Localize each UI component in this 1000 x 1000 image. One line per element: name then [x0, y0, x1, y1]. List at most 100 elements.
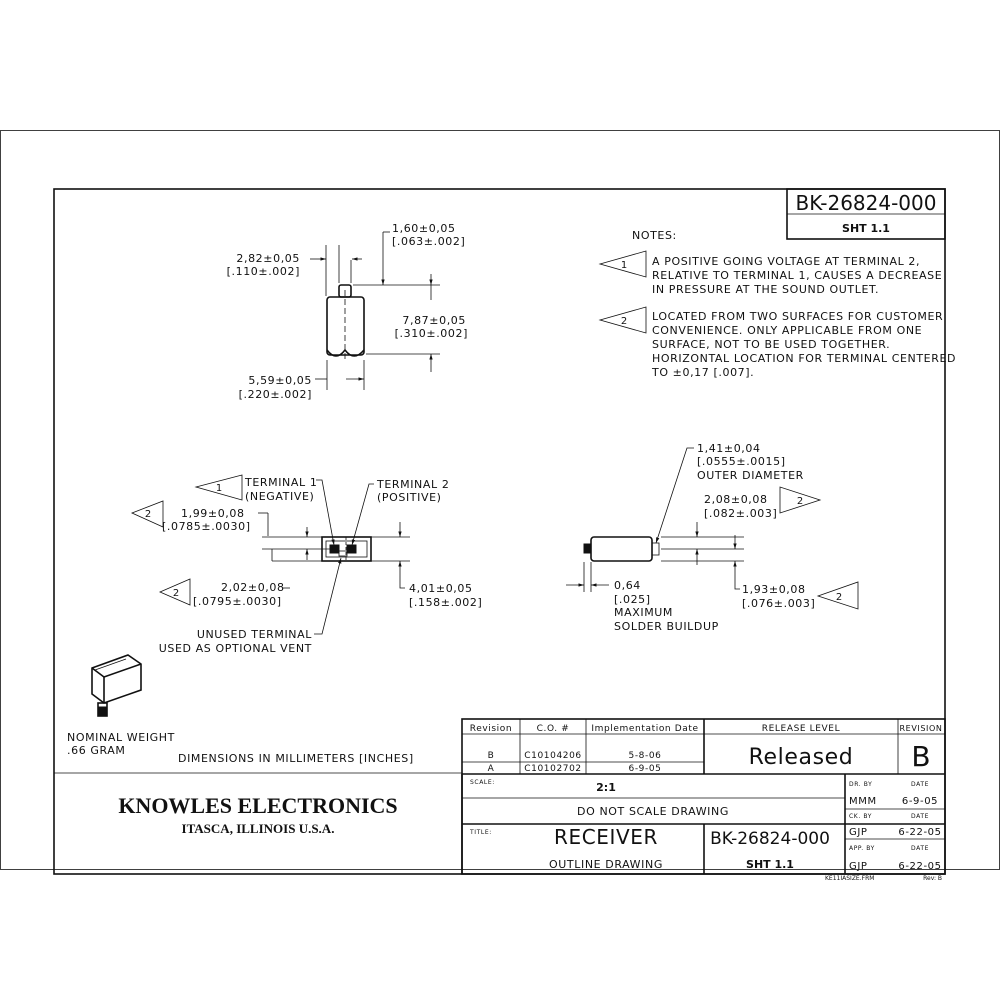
- unused-terminal-label: UNUSED TERMINAL: [197, 628, 312, 641]
- note-flag-number: 2: [173, 588, 179, 599]
- note-flag-icon: [194, 474, 243, 501]
- dim-d-in: [.082±.003]: [704, 507, 777, 520]
- note-line: IN PRESSURE AT THE SOUND OUTLET.: [652, 283, 879, 296]
- terminal-1-polarity: (NEGATIVE): [245, 490, 314, 503]
- sheet-number: SHT 1.1: [842, 222, 890, 235]
- dim-a-in: [.0785±.0030]: [162, 520, 251, 533]
- title-label: TITLE:: [469, 829, 492, 836]
- dim-width-mm: 5,59±0,05: [248, 374, 312, 387]
- dim-diameter-mm: 1,41±0,04: [697, 442, 761, 455]
- app-date-value: 6-22-05: [898, 861, 941, 872]
- dim-diameter-in: [.0555±.0015]: [697, 455, 786, 468]
- rev-row-a-rev: A: [488, 764, 495, 774]
- isometric-view-icon: [91, 654, 142, 717]
- note-flag-number: 1: [216, 483, 222, 494]
- rev-header-date: Implementation Date: [591, 724, 698, 734]
- release-level-label: RELEASE LEVEL: [762, 724, 840, 734]
- ck-date-label: DATE: [911, 813, 929, 820]
- note-line: CONVENIENCE. ONLY APPLICABLE FROM ONE: [652, 324, 922, 337]
- solder-buildup-mm: 0,64: [614, 579, 641, 592]
- dim-e-in: [.076±.003]: [742, 597, 815, 610]
- note-flag-icon: [779, 486, 822, 514]
- note-flag-icon: [598, 250, 647, 278]
- note-line: HORIZONTAL LOCATION FOR TERMINAL CENTERE…: [652, 352, 956, 365]
- note-flag-number: 2: [836, 592, 842, 603]
- drawing-subtitle: OUTLINE DRAWING: [549, 858, 663, 871]
- note-flag-number: 2: [621, 316, 627, 327]
- note-line: SURFACE, NOT TO BE USED TOGETHER.: [652, 338, 890, 351]
- unused-terminal-note: USED AS OPTIONAL VENT: [159, 642, 312, 655]
- terminal-1-label: TERMINAL 1: [244, 476, 317, 489]
- dim-c-mm: 4,01±0,05: [409, 582, 473, 595]
- note-line: RELATIVE TO TERMINAL 1, CAUSES A DECREAS…: [652, 269, 942, 282]
- nominal-weight-label: NOMINAL WEIGHT: [67, 731, 175, 744]
- scale-label: SCALE:: [470, 779, 495, 786]
- drawing-number: BK-26824-000: [796, 191, 937, 215]
- solder-buildup-max: MAXIMUM: [614, 606, 673, 619]
- rev-header-co: C.O. #: [537, 724, 570, 734]
- side-view: 1,41±0,04 [.0555±.0015] OUTER DIAMETER 2…: [566, 442, 859, 633]
- rev-note: Rev: B: [923, 875, 942, 882]
- dim-diameter-label: OUTER DIAMETER: [697, 469, 804, 482]
- dr-date-value: 6-9-05: [902, 796, 938, 807]
- dim-nozzle-width-in: [.063±.002]: [392, 235, 465, 248]
- company-location: ITASCA, ILLINOIS U.S.A.: [182, 821, 335, 836]
- note-flag-number: 2: [145, 509, 151, 520]
- note-line: LOCATED FROM TWO SURFACES FOR CUSTOMER: [652, 310, 943, 323]
- dim-d-mm: 2,08±0,08: [704, 493, 768, 506]
- notes-heading: NOTES:: [632, 229, 677, 242]
- dim-offset-in: [.110±.002]: [227, 265, 300, 278]
- rev-row-b-date: 5-8-06: [629, 751, 662, 761]
- note-1: 1 A POSITIVE GOING VOLTAGE AT TERMINAL 2…: [598, 250, 942, 296]
- scale-value: 2:1: [596, 781, 616, 794]
- note-flag-number: 1: [621, 260, 627, 271]
- note-flag-icon: [816, 581, 859, 610]
- dr-date-label: DATE: [911, 781, 929, 788]
- app-date-label: DATE: [911, 845, 929, 852]
- drawing-number-box: BK-26824-000 SHT 1.1: [786, 188, 946, 240]
- rev-row-b-rev: B: [488, 751, 495, 761]
- app-by-value: GJP: [849, 861, 868, 872]
- revision-value: B: [911, 740, 930, 773]
- drawing-title: RECEIVER: [554, 825, 658, 849]
- dr-by-value: MMM: [849, 796, 877, 807]
- frame-file: KE11IASIZE.FRM: [825, 875, 874, 882]
- terminal-2-pad: [346, 544, 357, 554]
- do-not-scale: DO NOT SCALE DRAWING: [577, 805, 729, 818]
- dr-by-label: DR. BY: [849, 781, 872, 788]
- dim-nozzle-width-mm: 1,60±0,05: [392, 222, 456, 235]
- title-sheet-number: SHT 1.1: [746, 858, 794, 871]
- terminal-2-polarity: (POSITIVE): [377, 491, 442, 504]
- note-line: TO ±0,17 [.007].: [651, 366, 754, 379]
- dim-a-mm: 1,99±0,08: [181, 507, 245, 520]
- ck-date-value: 6-22-05: [898, 827, 941, 838]
- end-view: 1 TERMINAL 1 (NEGATIVE) TERMINAL 2 (POSI…: [130, 474, 482, 655]
- units-note: DIMENSIONS IN MILLIMETERS [INCHES]: [178, 752, 414, 765]
- dim-offset-mm: 2,82±0,05: [236, 252, 300, 265]
- terminal-2-label: TERMINAL 2: [376, 478, 449, 491]
- release-level-value: Released: [749, 745, 854, 770]
- note-flag-icon: [598, 306, 647, 334]
- company-name: KNOWLES ELECTRONICS: [118, 793, 397, 818]
- top-view: 1,60±0,05 [.063±.002] 2,82±0,05 [.110±.0…: [227, 222, 468, 401]
- dim-c-in: [.158±.002]: [409, 596, 482, 609]
- solder-buildup-in: [.025]: [614, 593, 651, 606]
- rev-header-revision: Revision: [470, 724, 512, 734]
- note-2: 2 LOCATED FROM TWO SURFACES FOR CUSTOMER…: [598, 306, 956, 379]
- rev-row-a-co: C10102702: [524, 764, 582, 774]
- receiver-body: [326, 296, 365, 356]
- vent-terminal-pad: [338, 550, 348, 557]
- note-flag-number: 2: [797, 496, 803, 507]
- note-flag-icon: [158, 578, 191, 606]
- revision-label: REVISION: [900, 724, 943, 733]
- outlet-tube: [651, 542, 660, 556]
- rev-row-a-date: 6-9-05: [629, 764, 662, 774]
- dim-b-mm: 2,02±0,08: [221, 581, 285, 594]
- dim-e-mm: 1,93±0,08: [742, 583, 806, 596]
- dim-height-in: [.310±.002]: [395, 327, 468, 340]
- title-drawing-number: BK-26824-000: [710, 829, 830, 849]
- terminal-1-pad: [329, 544, 340, 554]
- notes-section: NOTES: 1 A POSITIVE GOING VOLTAGE AT TER…: [598, 229, 956, 379]
- dim-width-in: [.220±.002]: [239, 388, 312, 401]
